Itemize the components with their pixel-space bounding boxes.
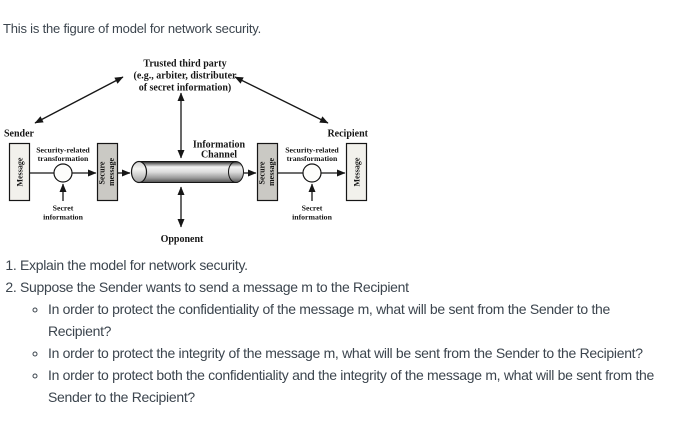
sender-message-box	[8, 142, 31, 202]
svg-text:information: information	[43, 213, 84, 222]
recipient-message-box	[345, 142, 368, 202]
question-2-sublist: In order to protect the confidentiality …	[20, 298, 669, 408]
svg-text:Secret: Secret	[302, 204, 323, 213]
information-channel-cylinder	[130, 160, 244, 184]
sender-secure-message-box-label: Secure message	[98, 158, 117, 186]
sender-transformation-circle	[53, 163, 73, 183]
recipient-ttp-arrow	[234, 76, 329, 124]
opponent-label: Opponent	[161, 234, 204, 245]
recipient-transformation-label: Security-related transformation	[285, 146, 339, 164]
svg-text:(e.g., arbiter, distributer: (e.g., arbiter, distributer	[134, 71, 238, 82]
question-2-sub-3: In order to protect both the confidentia…	[48, 364, 669, 408]
svg-text:Trusted third party: Trusted third party	[143, 59, 226, 70]
question-2-sub-1: In order to protect the confidentiality …	[48, 298, 669, 342]
svg-text:transformation: transformation	[38, 154, 89, 163]
recipient-secure-message-box-label: Secure message	[258, 158, 277, 186]
recipient-label: Recipient	[327, 129, 368, 140]
svg-text:Channel: Channel	[201, 150, 237, 161]
intro-text: This is the figure of model for network …	[3, 21, 262, 36]
question-2-text: Suppose the Sender wants to send a messa…	[20, 279, 409, 295]
recipient-transformation-circle	[302, 163, 322, 183]
sender-message-box-label: Message	[16, 157, 25, 186]
information-channel-label: Information Channel	[193, 140, 246, 161]
question-list: Explain the model for network security. …	[3, 254, 669, 408]
network-security-model-diagram: Trusted third party (e.g., arbiter, dist…	[4, 59, 369, 246]
svg-text:transformation: transformation	[287, 154, 338, 163]
recipient-secure-message-box	[256, 142, 279, 202]
sender-label: Sender	[4, 129, 35, 140]
question-2: Suppose the Sender wants to send a messa…	[20, 276, 669, 408]
sender-transformation-label: Security-related transformation	[36, 146, 90, 164]
recipient-secret-information-label: Secret information	[292, 204, 333, 222]
question-1: Explain the model for network security.	[20, 254, 669, 276]
svg-text:of secret information): of secret information)	[139, 83, 232, 94]
questions-section: Explain the model for network security. …	[3, 254, 669, 408]
svg-text:Security-related: Security-related	[36, 146, 90, 155]
svg-text:Secret: Secret	[53, 204, 74, 213]
svg-text:Information: Information	[193, 140, 246, 151]
recipient-message-box-label: Message	[353, 157, 362, 186]
svg-text:information: information	[292, 213, 333, 222]
sender-secure-message-box	[96, 142, 119, 202]
svg-text:Security-related: Security-related	[285, 146, 339, 155]
question-2-sub-2: In order to protect the integrity of the…	[48, 342, 669, 364]
sender-secret-information-label: Secret information	[43, 204, 84, 222]
sender-ttp-arrow	[34, 76, 124, 124]
trusted-third-party-label: Trusted third party (e.g., arbiter, dist…	[134, 59, 238, 94]
